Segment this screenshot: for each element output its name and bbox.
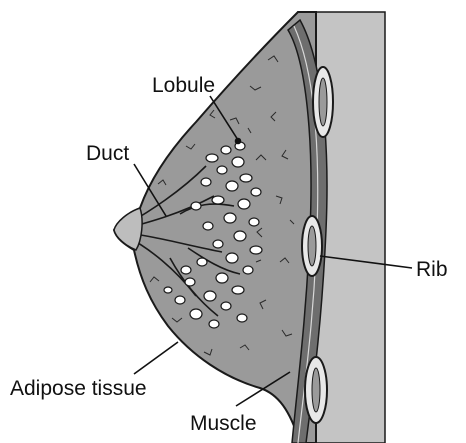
nipple	[114, 208, 142, 250]
lobule-pointer-dot	[236, 139, 241, 144]
label-muscle: Muscle	[190, 412, 257, 435]
rib-1-core	[319, 78, 327, 126]
rib-2-core	[308, 226, 316, 266]
adipose-pointer	[134, 342, 178, 374]
label-duct: Duct	[86, 142, 129, 165]
rib-3-core	[312, 368, 320, 412]
label-rib: Rib	[416, 258, 448, 281]
label-lobule: Lobule	[152, 74, 215, 97]
label-adipose-tissue: Adipose tissue	[10, 377, 147, 400]
